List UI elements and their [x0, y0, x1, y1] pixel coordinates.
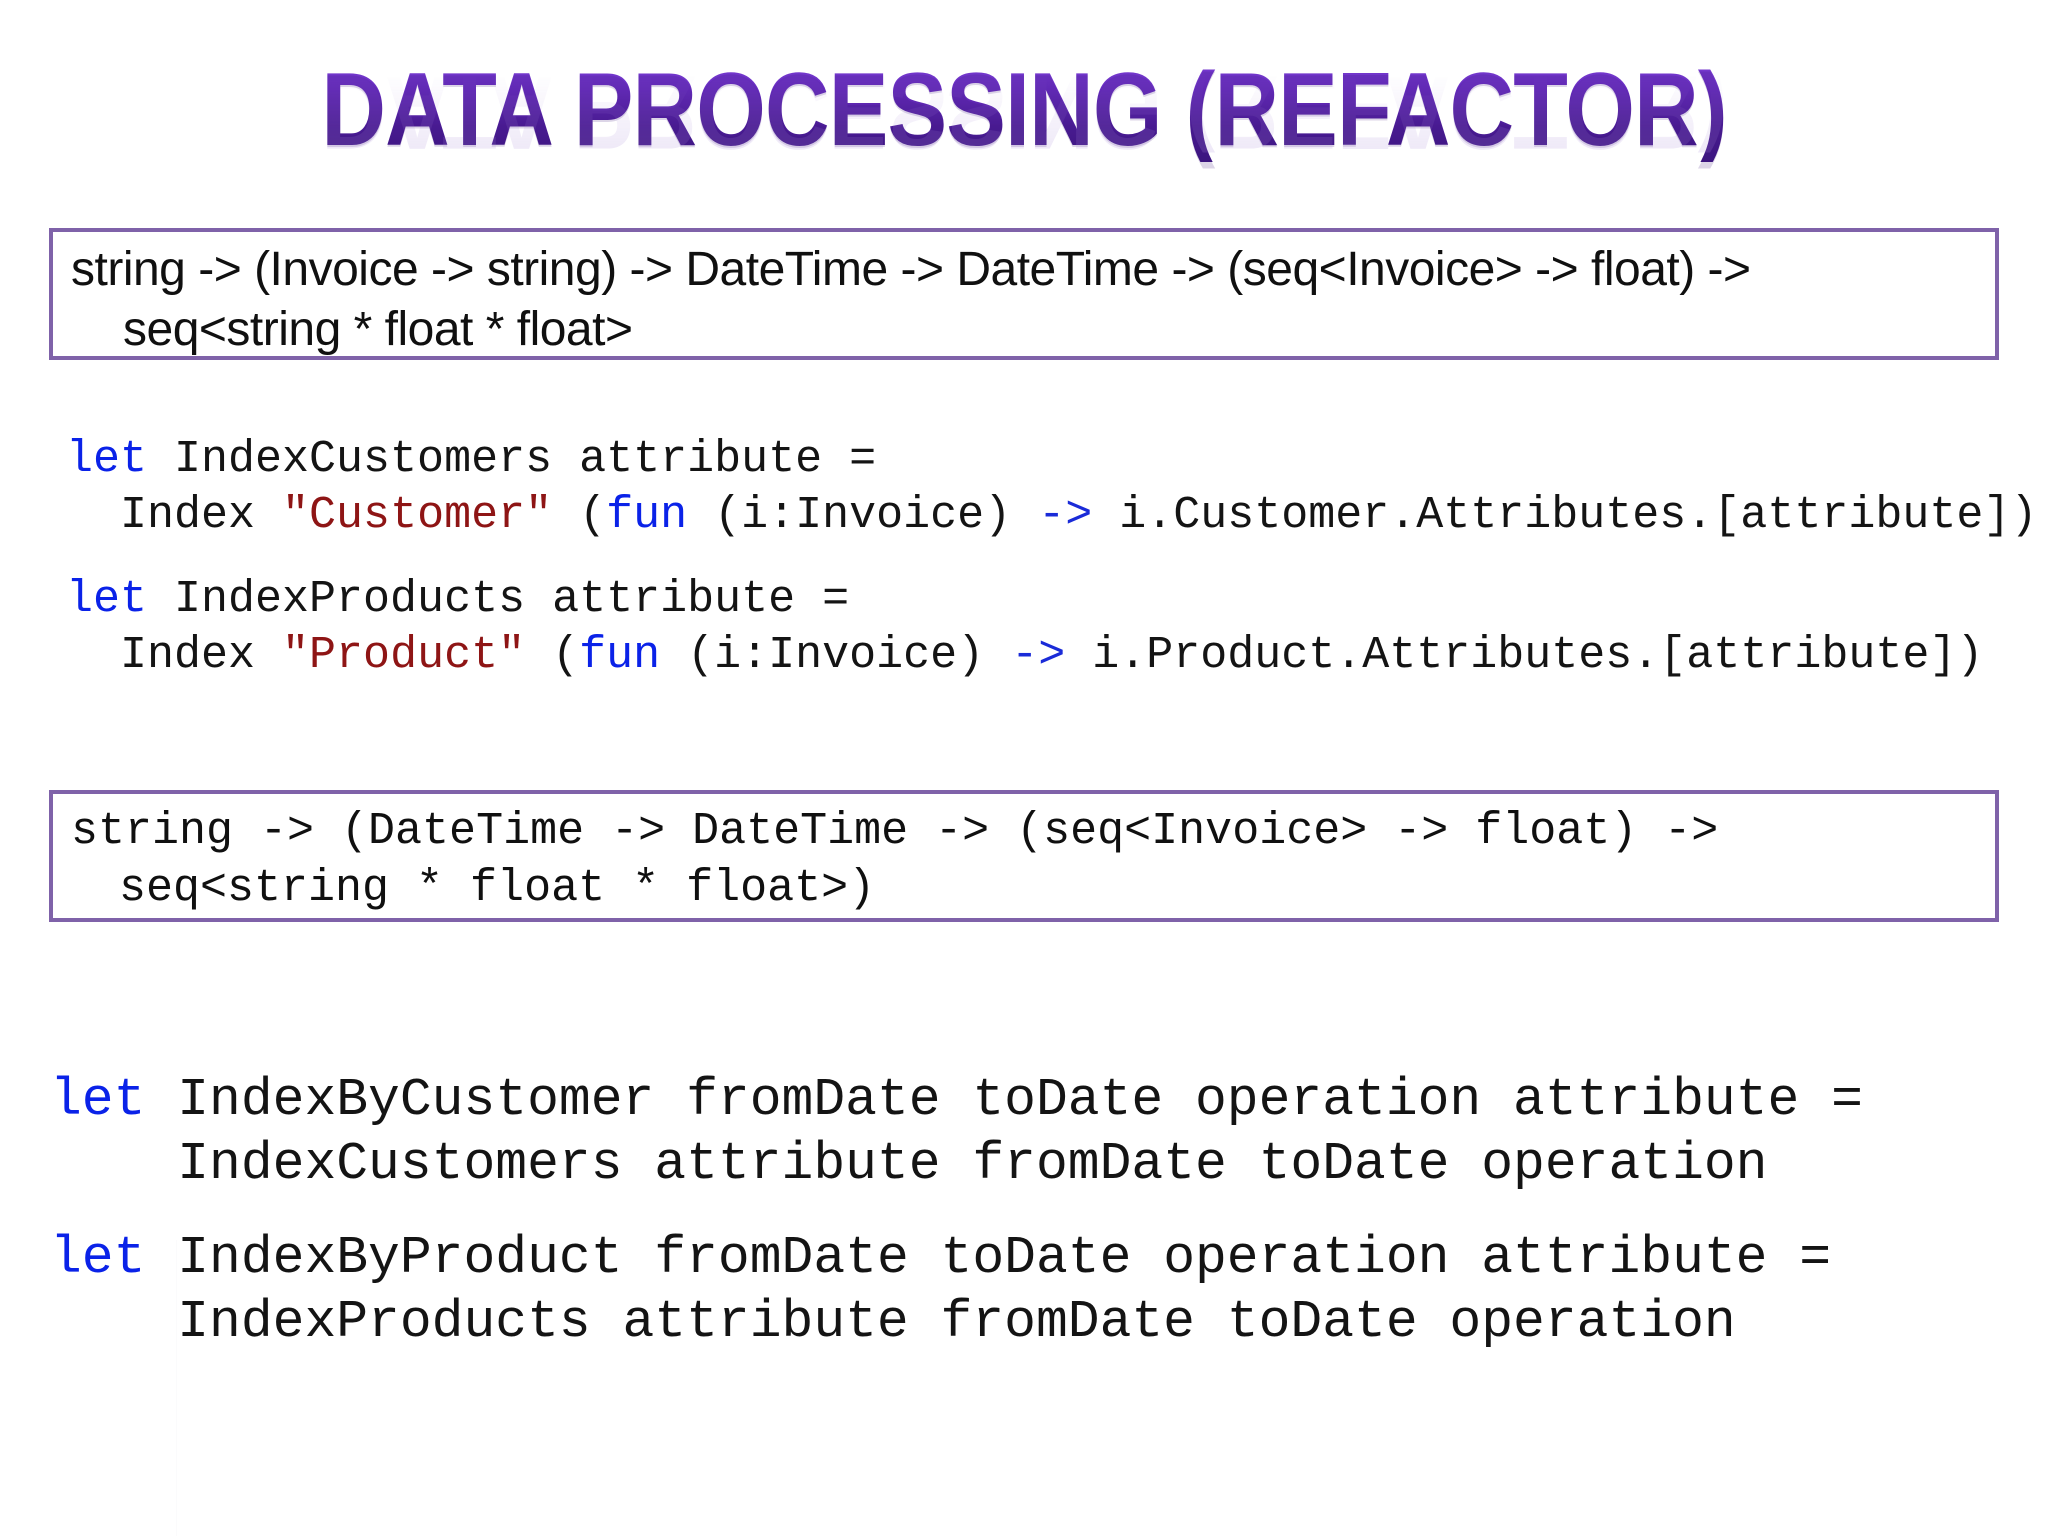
code-line: let IndexCustomers attribute =	[66, 432, 2037, 488]
type-signature-line: string -> (Invoice -> string) -> DateTim…	[71, 243, 1751, 296]
page-title-reflection: DATA PROCESSING (REFACTOR)	[321, 54, 1727, 170]
code-line: let IndexByCustomer fromDate toDate oper…	[50, 1068, 1863, 1132]
code-token-plain: (i:Invoice)	[660, 630, 1012, 681]
code-token-plain: (i:Invoice)	[687, 490, 1039, 541]
code-token-str: "Customer"	[282, 490, 553, 541]
code-token-str: "Product"	[282, 630, 526, 681]
code-token-plain: IndexCustomers attribute fromDate toDate…	[50, 1134, 1768, 1194]
slide-title-block: DATA PROCESSING (REFACTOR) DATA PROCESSI…	[0, 52, 2048, 218]
code-line: Index "Customer" (fun (i:Invoice) -> i.C…	[66, 488, 2037, 544]
type-signature-line: string -> (DateTime -> DateTime -> (seq<…	[71, 806, 1719, 857]
code-token-plain: (	[552, 490, 607, 541]
code-token-kw: let	[66, 574, 148, 625]
code-token-plain: i.Product.Attributes.[attribute])	[1065, 630, 1984, 681]
code-token-kw: let	[50, 1228, 146, 1288]
code-token-arr: ->	[1038, 490, 1093, 541]
code-line: Index "Product" (fun (i:Invoice) -> i.Pr…	[66, 628, 2037, 684]
code-token-plain: IndexCustomers attribute =	[147, 434, 877, 485]
code-block-index-helpers: let IndexCustomers attribute = Index "Cu…	[66, 432, 2037, 684]
code-blank-line	[66, 544, 2037, 572]
page-title: DATA PROCESSING (REFACTOR)	[321, 52, 1727, 168]
type-signature-box-bottom: string -> (DateTime -> DateTime -> (seq<…	[49, 790, 1999, 922]
code-token-plain: IndexByProduct fromDate toDate operation…	[145, 1228, 1832, 1288]
code-token-kw: let	[50, 1070, 146, 1130]
code-token-arr: ->	[1011, 630, 1066, 681]
code-block-index-by-functions: let IndexByCustomer fromDate toDate oper…	[50, 1068, 1863, 1354]
code-token-plain: (	[525, 630, 580, 681]
code-line: let IndexByProduct fromDate toDate opera…	[50, 1226, 1863, 1290]
type-signature-box-top: string -> (Invoice -> string) -> DateTim…	[49, 228, 1999, 360]
code-token-plain: Index	[66, 630, 283, 681]
code-line: IndexProducts attribute fromDate toDate …	[50, 1290, 1863, 1354]
type-signature-line: seq<string * float * float>)	[119, 863, 876, 914]
code-line: let IndexProducts attribute =	[66, 572, 2037, 628]
code-token-plain: i.Customer.Attributes.[attribute])	[1092, 490, 2038, 541]
background-panel-edge	[176, 1240, 177, 1536]
code-token-kw: fun	[579, 630, 661, 681]
code-token-plain: Index	[66, 490, 283, 541]
type-signature-line: seq<string * float * float>	[123, 303, 633, 356]
code-line: IndexCustomers attribute fromDate toDate…	[50, 1132, 1863, 1196]
code-token-kw: fun	[606, 490, 688, 541]
code-token-kw: let	[66, 434, 148, 485]
code-token-plain: IndexProducts attribute =	[147, 574, 850, 625]
code-token-plain: IndexProducts attribute fromDate toDate …	[50, 1292, 1736, 1352]
code-token-plain: IndexByCustomer fromDate toDate operatio…	[145, 1070, 1863, 1130]
code-blank-line	[50, 1196, 1863, 1226]
